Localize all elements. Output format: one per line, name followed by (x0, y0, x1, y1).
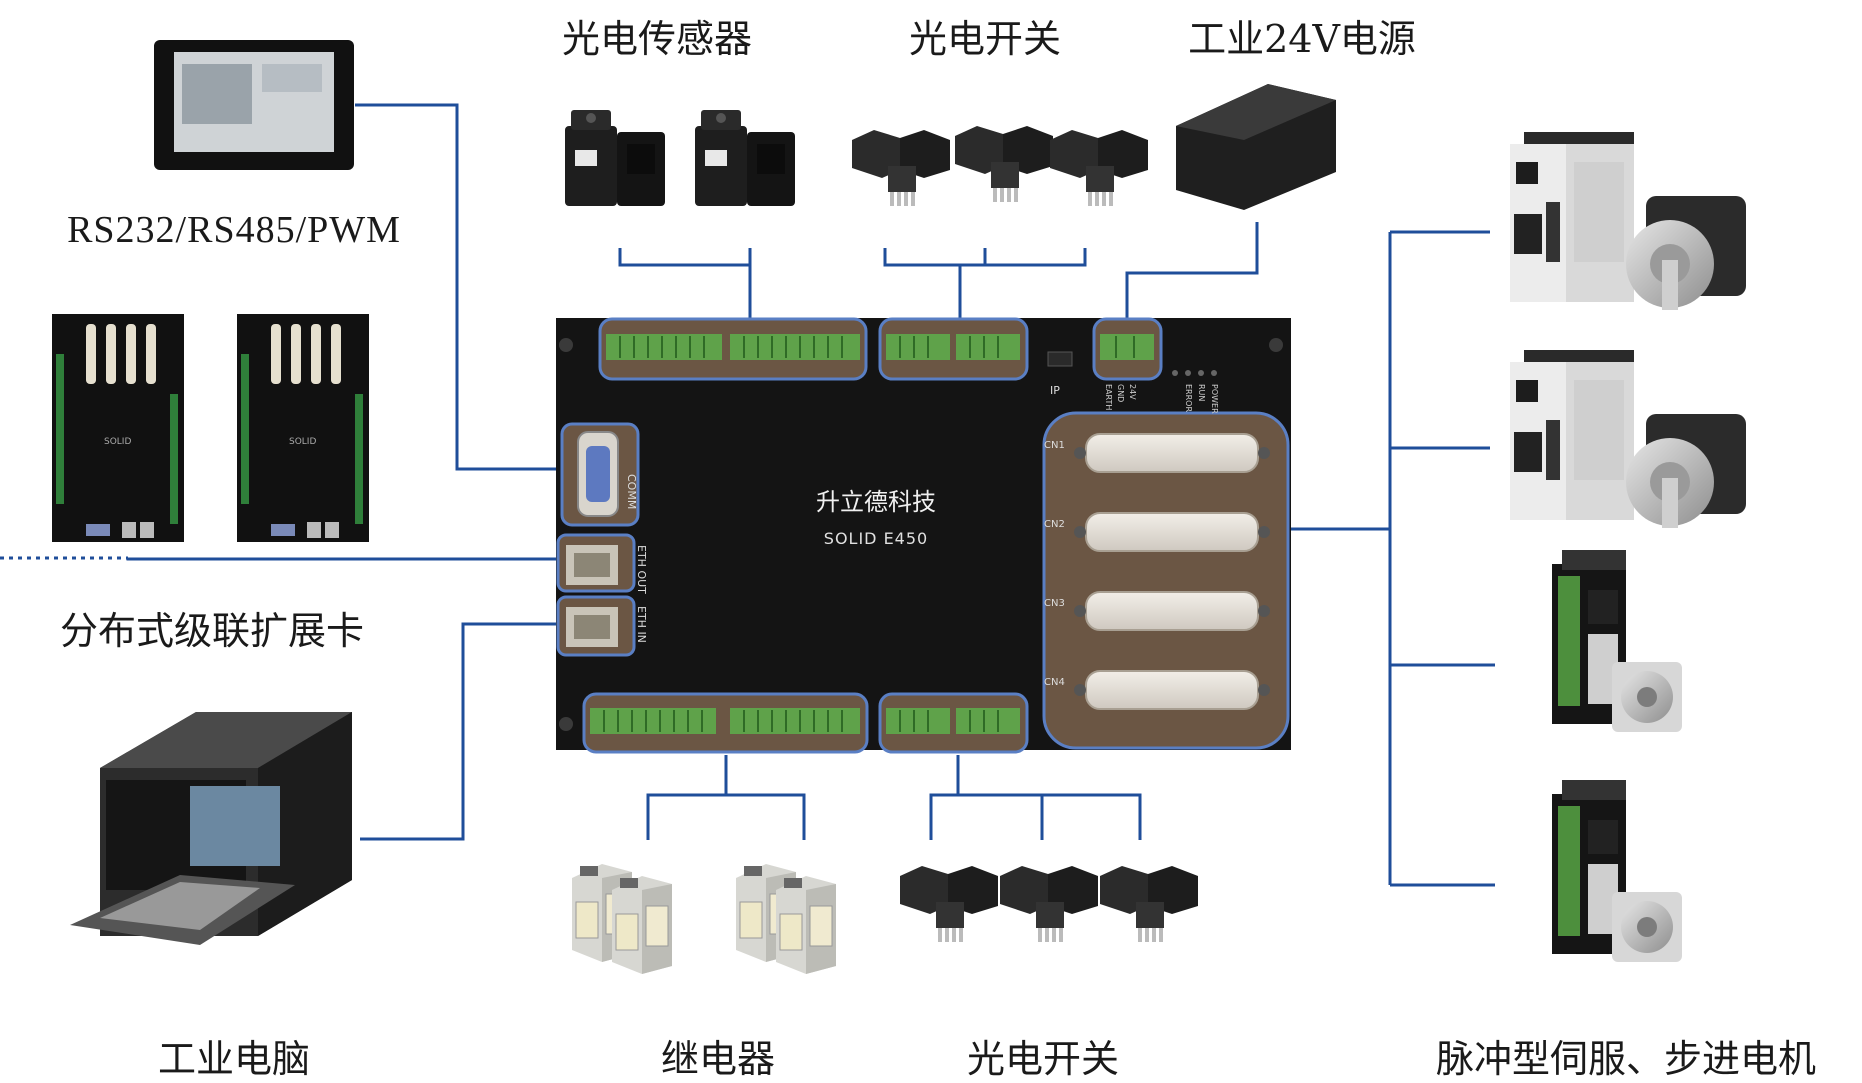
stepper-motor-2 (1552, 780, 1682, 962)
industrial-pc (70, 712, 352, 945)
relay-2 (611, 875, 673, 975)
run-led-label: RUN (1197, 384, 1206, 401)
comm-port-label: COMM (625, 474, 638, 509)
label-motors: 脉冲型伺服、步进电机 (1435, 1037, 1817, 1081)
eth-ports (566, 545, 618, 647)
photo-sensor-2 (695, 110, 795, 206)
hmi-screen (154, 40, 354, 170)
photo-switch-bottom-3 (1100, 866, 1198, 942)
status-leds (1172, 370, 1217, 376)
controller-brand: 升立德科技 (816, 488, 936, 516)
label-comm: RS232/RS485/PWM (67, 209, 401, 251)
label-photo-sensor: 光电传感器 (561, 17, 753, 61)
photo-sensor-1 (565, 110, 665, 206)
cn1-label: CN1 (1044, 440, 1065, 451)
gnd-label: GND (1116, 384, 1125, 402)
eth-out-label: ETH OUT (635, 545, 648, 594)
controller-model: SOLID E450 (824, 529, 928, 548)
label-photo-switch-bottom: 光电开关 (966, 1037, 1120, 1081)
servo-motor-1 (1510, 132, 1746, 310)
error-led-label: ERROR (1184, 384, 1193, 412)
label-relay: 继电器 (660, 1037, 776, 1081)
photo-switch-top-2 (955, 126, 1053, 202)
cn4-label: CN4 (1044, 677, 1065, 688)
power-led-label: POWER (1210, 384, 1219, 414)
photo-switch-top-1 (852, 130, 950, 206)
stepper-motor-1 (1552, 550, 1682, 732)
expansion-card-1 (52, 314, 184, 542)
cn2-label: CN2 (1044, 519, 1065, 530)
label-photo-switch-top: 光电开关 (908, 17, 1062, 61)
ip-label: IP (1050, 384, 1060, 397)
label-power-supply: 工业24V电源 (1188, 17, 1416, 61)
eth-in-label: ETH IN (635, 606, 648, 643)
wiring (126, 103, 1495, 887)
controller-board (556, 317, 1291, 754)
servo-motor-2 (1510, 350, 1746, 528)
expansion-card-2 (237, 314, 369, 542)
comm-port (577, 431, 619, 517)
v24-label: 24V (1128, 384, 1137, 400)
cn3-label: CN3 (1044, 598, 1065, 609)
photo-switch-bottom-2 (1000, 866, 1098, 942)
power-supply (1176, 84, 1336, 210)
earth-label: EARTH (1104, 384, 1113, 410)
db25-connectors (1074, 433, 1270, 710)
photo-switch-bottom-1 (900, 866, 998, 942)
photo-switch-top-3 (1050, 130, 1148, 206)
relay-4 (775, 875, 837, 975)
label-industrial-pc: 工业电脑 (157, 1037, 311, 1081)
label-expansion: 分布式级联扩展卡 (59, 609, 365, 653)
